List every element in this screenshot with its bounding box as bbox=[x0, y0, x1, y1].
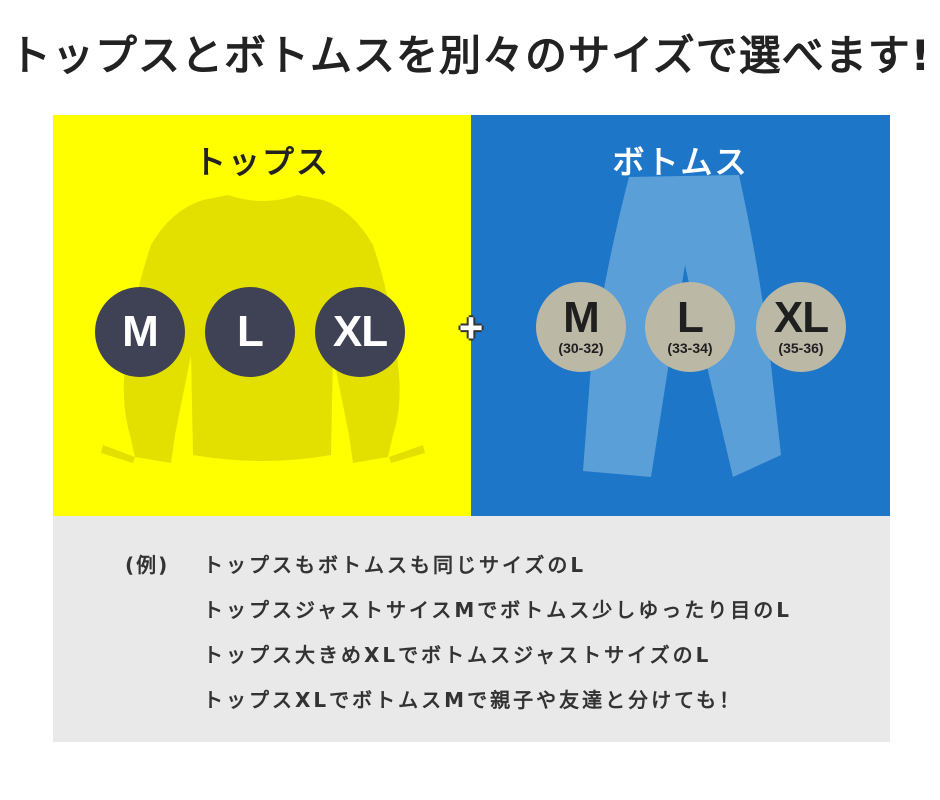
pants-icon bbox=[583, 175, 781, 477]
tops-size-l: L bbox=[205, 287, 295, 377]
bottoms-panel: ボトムス M (30-32) L (33-34) XL (35-36) bbox=[471, 115, 890, 516]
bottoms-size-m: M (30-32) bbox=[536, 282, 626, 372]
size-label: XL bbox=[332, 307, 388, 356]
size-label: M bbox=[122, 307, 159, 356]
example-line: トップスジャストサイスMでボトムス少しゆったり目のL bbox=[203, 598, 793, 622]
tops-size-m: M bbox=[95, 287, 185, 377]
example-line: トップス大きめXLでボトムスジャストサイズのL bbox=[203, 643, 712, 667]
tops-panel: トップス M L XL bbox=[53, 115, 471, 516]
bottoms-size-l: L (33-34) bbox=[645, 282, 735, 372]
headline: トップスとボトムスを別々のサイズで選べます! bbox=[9, 31, 931, 80]
examples-box: (例) トップスもボトムスも同じサイズのL トップスジャストサイスMでボトムス少… bbox=[53, 516, 890, 742]
size-label: L bbox=[677, 293, 704, 342]
tops-size-xl: XL bbox=[315, 287, 405, 377]
waist-range: (30-32) bbox=[558, 340, 604, 356]
example-line: トップスもボトムスも同じサイズのL bbox=[203, 553, 587, 577]
bottoms-size-xl: XL (35-36) bbox=[756, 282, 846, 372]
tops-title: トップス bbox=[193, 143, 330, 181]
waist-range: (33-34) bbox=[667, 340, 713, 356]
bottoms-title: ボトムス bbox=[612, 143, 749, 181]
size-label: M bbox=[563, 293, 600, 342]
size-label: XL bbox=[773, 293, 829, 342]
example-line: トップスXLでボトムスMで親子や友達と分けても！ bbox=[203, 688, 743, 712]
waist-range: (35-36) bbox=[778, 340, 824, 356]
size-label: L bbox=[237, 307, 264, 356]
plus-icon: + bbox=[458, 304, 484, 351]
example-prefix: (例) bbox=[125, 553, 170, 577]
